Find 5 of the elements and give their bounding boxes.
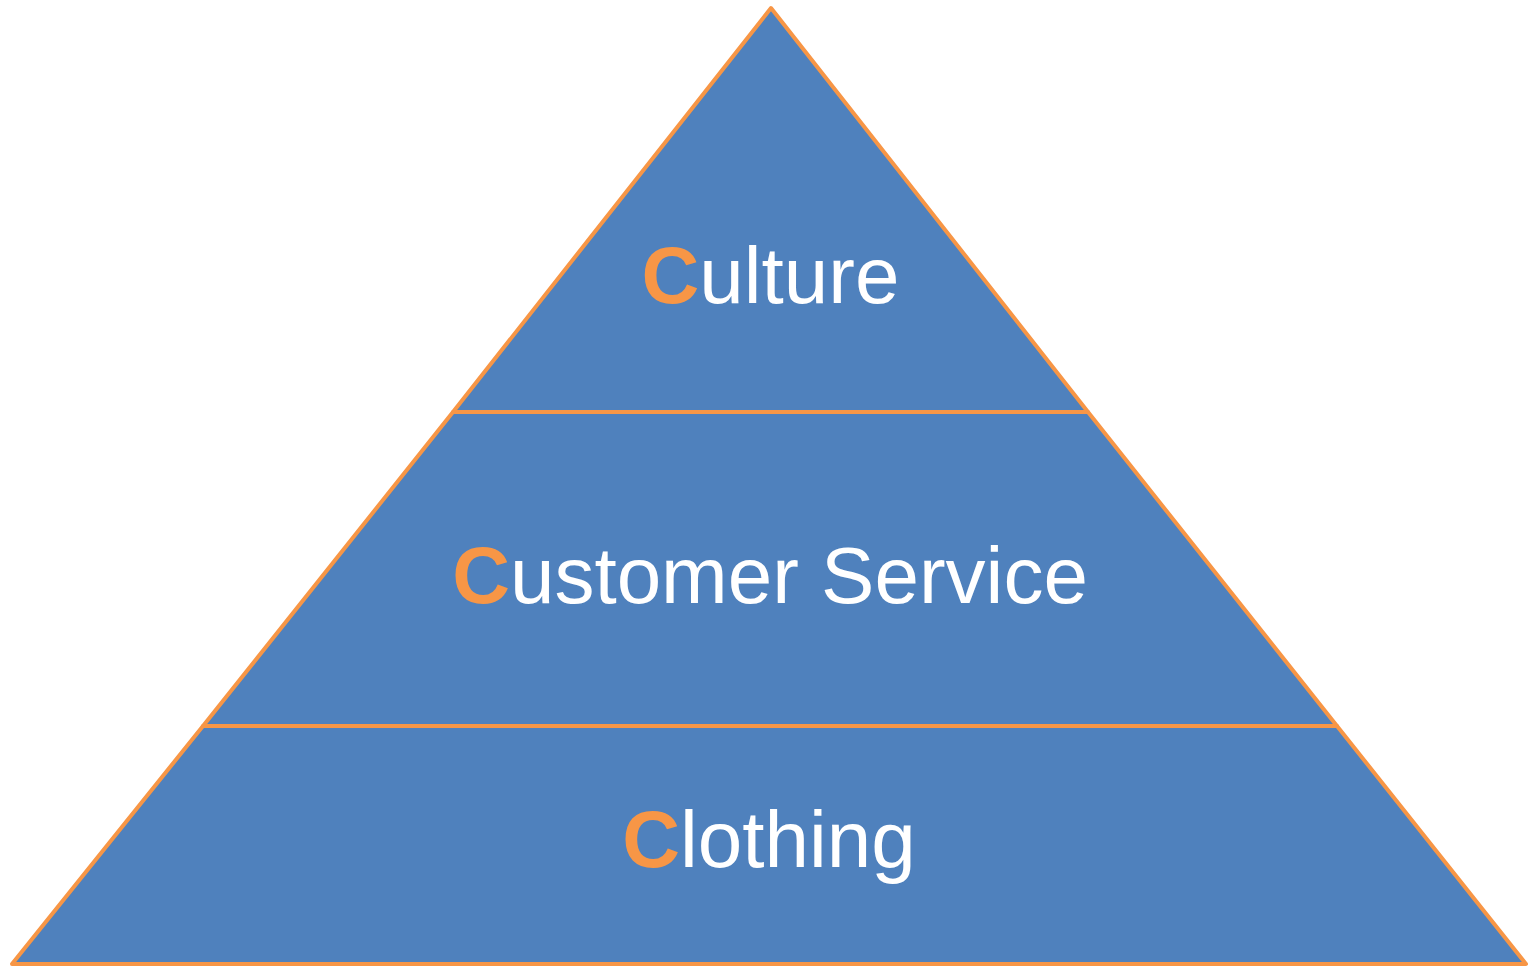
pyramid-layer: [203, 412, 1337, 726]
pyramid-layer: [12, 726, 1526, 964]
layer-label: Customer Service: [451, 536, 1089, 616]
pyramid-layer: [453, 8, 1088, 412]
layer-label: Culture: [640, 236, 901, 316]
